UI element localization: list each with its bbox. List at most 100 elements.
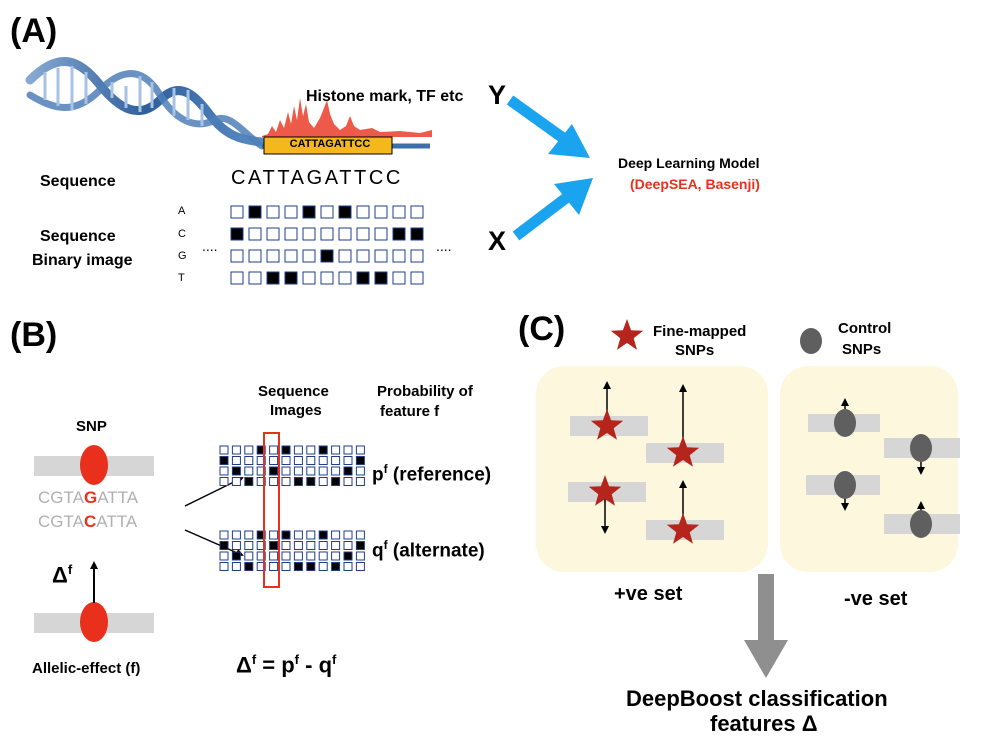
- allelic-effect-label: Allelic-effect (f): [32, 660, 141, 677]
- base-label-t: T: [178, 272, 185, 284]
- image-cell: [343, 530, 353, 540]
- image-cell: [231, 466, 241, 476]
- binary-cell: [248, 205, 262, 219]
- image-cell: [355, 551, 365, 561]
- binary-cell: [338, 205, 352, 219]
- image-cell: [244, 562, 254, 571]
- image-cell: [231, 456, 241, 465]
- image-cell: [318, 530, 328, 540]
- ellipsis-right: ....: [436, 238, 452, 254]
- image-cell: [219, 456, 229, 465]
- image-cell: [331, 477, 341, 486]
- binary-cell: [410, 271, 424, 285]
- image-cell: [318, 456, 328, 465]
- image-cell: [281, 466, 291, 476]
- image-cell: [244, 445, 254, 455]
- image-cell: [269, 530, 279, 540]
- image-cell: [355, 530, 365, 540]
- sequence-image-reference: [219, 445, 365, 486]
- image-cell: [231, 530, 241, 540]
- binary-cell: [302, 271, 316, 285]
- image-cell: [219, 477, 229, 486]
- image-cell: [269, 445, 279, 455]
- binary-cell: [302, 205, 316, 219]
- star-icon: [666, 436, 700, 467]
- image-cell: [256, 551, 266, 561]
- sequence-box: [263, 136, 393, 155]
- image-cell: [281, 562, 291, 571]
- ellipse-icon: [910, 434, 932, 462]
- seq-images-line1: Sequence: [258, 383, 329, 400]
- binary-cell: [320, 205, 334, 219]
- binary-cell: [248, 271, 262, 285]
- binary-cell: [230, 205, 244, 219]
- fine-mapped-line1: Fine-mapped: [653, 323, 747, 340]
- image-cell: [306, 551, 316, 561]
- image-cell: [256, 562, 266, 571]
- base-label-a: A: [178, 205, 186, 217]
- binary-cell: [410, 227, 424, 241]
- binary-cell: [230, 249, 244, 263]
- prob-line1: Probability of: [377, 383, 473, 400]
- image-cell: [331, 456, 341, 465]
- image-cell: [256, 541, 266, 550]
- image-cell: [219, 562, 229, 571]
- image-cell: [231, 477, 241, 486]
- image-cell: [244, 541, 254, 550]
- binary-cell: [320, 271, 334, 285]
- image-cell: [355, 541, 365, 550]
- image-cell: [281, 541, 291, 550]
- ellipse-icon: [834, 409, 856, 437]
- panel-label-c: (C): [518, 310, 566, 348]
- image-cell: [293, 551, 303, 561]
- model-examples: (DeepSEA, Basenji): [630, 176, 760, 192]
- image-cell: [219, 541, 229, 550]
- binary-cell: [266, 227, 280, 241]
- image-cell: [318, 445, 328, 455]
- image-cell: [219, 445, 229, 455]
- image-cell: [281, 530, 291, 540]
- binary-cell: [410, 249, 424, 263]
- image-cell: [269, 541, 279, 550]
- binary-cell: [392, 205, 406, 219]
- image-cell: [293, 562, 303, 571]
- image-cell: [231, 562, 241, 571]
- image-cell: [244, 466, 254, 476]
- image-cell: [293, 445, 303, 455]
- binary-image-a: [230, 205, 424, 285]
- image-cell: [343, 541, 353, 550]
- binary-cell: [266, 249, 280, 263]
- image-cell: [281, 456, 291, 465]
- binary-cell: [230, 227, 244, 241]
- sequence-box-text: CATTAGATTCC: [289, 138, 371, 150]
- blue-arrow-y: [506, 95, 590, 158]
- image-cell: [293, 541, 303, 550]
- binary-cell: [302, 227, 316, 241]
- binary-cell: [284, 249, 298, 263]
- image-cell: [343, 551, 353, 561]
- image-cell: [269, 477, 279, 486]
- base-label-g: G: [178, 250, 187, 262]
- image-cell: [343, 477, 353, 486]
- image-cell: [293, 456, 303, 465]
- binary-cell: [338, 271, 352, 285]
- image-cell: [219, 530, 229, 540]
- binary-cell: [356, 249, 370, 263]
- image-cell: [269, 466, 279, 476]
- alt-arrow: [184, 529, 244, 557]
- sequence-label: Sequence: [40, 173, 116, 190]
- prob-line2: feature f: [380, 403, 440, 420]
- image-cell: [293, 530, 303, 540]
- image-cell: [318, 477, 328, 486]
- image-cell: [318, 562, 328, 571]
- fine-mapped-legend-star-icon: [610, 319, 644, 350]
- ellipse-icon: [834, 471, 856, 499]
- sequence-text: CATTAGATTCC: [231, 167, 403, 189]
- binary-cell: [392, 249, 406, 263]
- snp-marker-bottom: [80, 602, 108, 642]
- negative-set-label: -ve set: [844, 588, 908, 610]
- image-cell: [293, 466, 303, 476]
- panel-label-a: (A): [10, 12, 58, 50]
- image-cell: [269, 551, 279, 561]
